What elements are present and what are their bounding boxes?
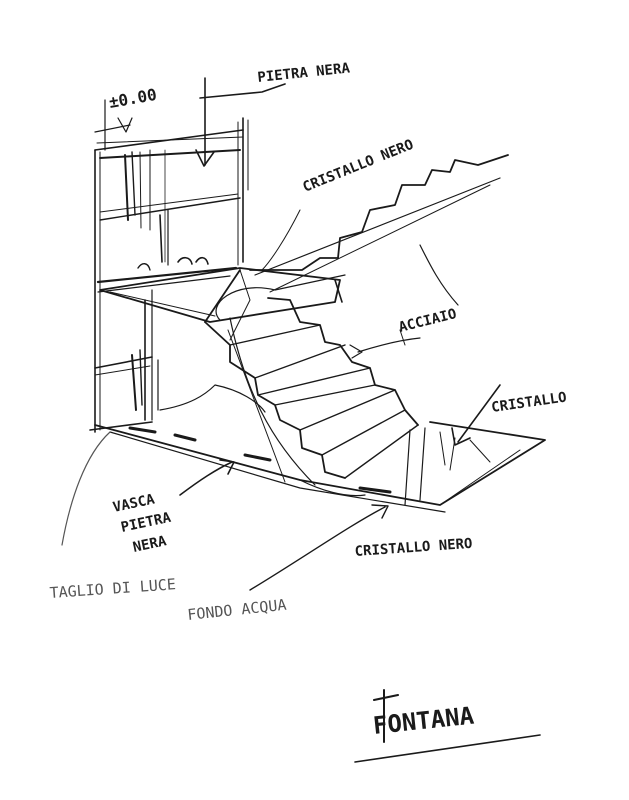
- taglio-pointer: [61, 431, 111, 546]
- nera-label: NERA: [132, 533, 169, 556]
- fondo-acqua-label: FONDO ACQUA: [187, 596, 288, 624]
- pietra-nera-label: PIETRA NERA: [257, 60, 351, 86]
- cristallo-nero-bottom-label: CRISTALLO NERO: [354, 536, 473, 560]
- vasca-label: VASCA: [112, 491, 157, 516]
- signature-underline: [354, 689, 541, 763]
- acciaio-label: ACCIAIO: [397, 306, 458, 336]
- signature-label: FONTANA: [372, 701, 476, 739]
- taglio-label: TAGLIO DI LUCE: [49, 575, 176, 602]
- level-label: ±0.00: [107, 85, 158, 112]
- cristallo-pointer: [451, 384, 501, 446]
- pietra-nera-pointer: [195, 77, 286, 167]
- pietra-label: PIETRA: [120, 510, 173, 536]
- fondo-acqua-pointer: [249, 504, 389, 591]
- cristallo-nero-top-label: CRISTALLO NERO: [301, 137, 416, 196]
- cristallo-label: CRISTALLO: [490, 390, 567, 416]
- wall-structure: [89, 117, 249, 433]
- vasca-pointer: [179, 459, 235, 496]
- floor-pool: [94, 384, 546, 513]
- upper-steps: [99, 154, 509, 323]
- acciaio-pointer: [357, 244, 459, 353]
- level-marker: [94, 99, 133, 151]
- main-flight: [204, 269, 419, 486]
